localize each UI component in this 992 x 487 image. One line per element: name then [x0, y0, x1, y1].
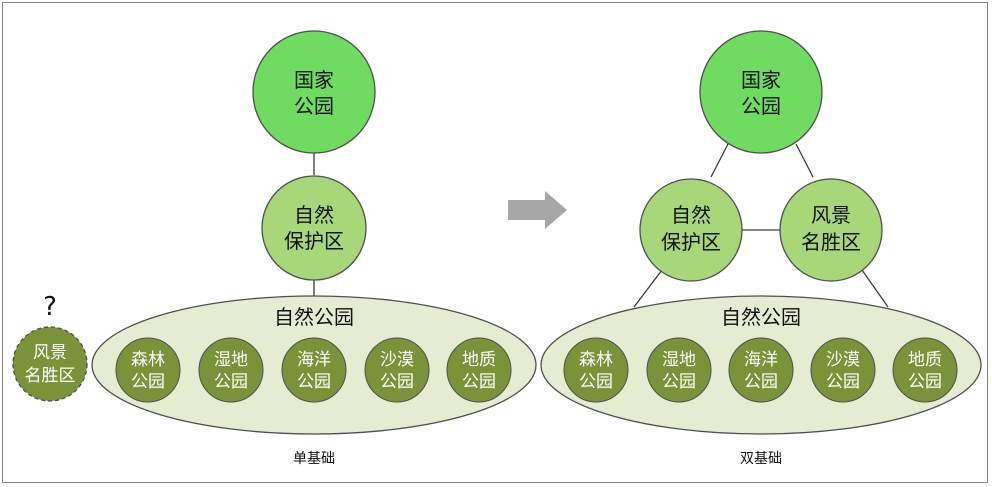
transition-arrow-icon — [508, 191, 567, 229]
left-sub-park-geological — [446, 337, 512, 403]
right-scenic-area-line2: 名胜区 — [801, 230, 861, 254]
left-sub-park-forest-line1: 森林 — [131, 350, 165, 370]
right-sub-park-marine — [728, 337, 794, 403]
right-nature-reserve-line1: 自然 — [671, 203, 711, 227]
right-link-top-right — [795, 143, 814, 178]
right-sub-park-wetland-line1: 湿地 — [662, 350, 696, 370]
left-national-park-node — [252, 30, 376, 154]
right-diagram: 国家 公园 自然 保护区 风景 名胜区 自然公园 森林 公园 湿地 公园 海洋 … — [540, 30, 982, 467]
right-sub-park-geological — [892, 337, 958, 403]
left-scenic-area-node — [12, 326, 88, 402]
left-sub-park-desert-line1: 沙漠 — [380, 350, 414, 370]
right-sub-park-forest-line2: 公园 — [579, 372, 613, 392]
right-sub-park-forest — [563, 337, 629, 403]
right-sub-park-marine-line1: 海洋 — [744, 350, 778, 370]
right-sub-park-desert-line1: 沙漠 — [826, 350, 860, 370]
right-national-park-node — [699, 30, 823, 154]
left-sub-park-geological-line2: 公园 — [462, 372, 496, 392]
left-sub-park-marine-line2: 公园 — [297, 372, 331, 392]
right-sub-park-marine-line2: 公园 — [744, 372, 778, 392]
right-national-park-line1: 国家 — [741, 68, 781, 92]
left-sub-park-wetland-line2: 公园 — [214, 372, 248, 392]
right-sub-park-geological-line2: 公园 — [908, 372, 942, 392]
right-caption: 双基础 — [740, 450, 782, 467]
left-nature-reserve-node — [261, 175, 367, 281]
right-link-top-left — [710, 143, 729, 178]
left-sub-park-marine-line1: 海洋 — [297, 350, 331, 370]
left-sub-park-geological-line1: 地质 — [462, 350, 496, 370]
right-sub-park-wetland — [646, 337, 712, 403]
right-scenic-area-node — [779, 178, 883, 282]
right-sub-park-forest-line1: 森林 — [579, 350, 613, 370]
left-sub-park-forest — [115, 337, 181, 403]
left-scenic-area-line2: 名胜区 — [25, 366, 76, 386]
right-nature-reserve-node — [639, 178, 743, 282]
left-diagram: 国家 公园 自然 保护区 自然公园 森林 公园 湿地 公园 海洋 公园 沙漠 公… — [12, 30, 537, 467]
left-sub-park-wetland — [198, 337, 264, 403]
right-scenic-area-line1: 风景 — [811, 203, 851, 227]
left-sub-park-forest-line2: 公园 — [131, 372, 165, 392]
right-sub-park-wetland-line2: 公园 — [662, 372, 696, 392]
left-caption: 单基础 — [293, 450, 335, 467]
left-nature-reserve-line1: 自然 — [294, 203, 334, 227]
left-sub-park-wetland-line1: 湿地 — [214, 350, 248, 370]
left-sub-park-desert — [364, 337, 430, 403]
right-natural-park-label: 自然公园 — [721, 305, 801, 329]
question-mark: ? — [43, 292, 57, 322]
left-national-park-line2: 公园 — [294, 94, 334, 118]
left-sub-park-marine — [281, 337, 347, 403]
right-national-park-line2: 公园 — [741, 94, 781, 118]
left-national-park-line1: 国家 — [294, 68, 334, 92]
right-sub-park-desert — [810, 337, 876, 403]
left-sub-park-desert-line2: 公园 — [380, 372, 414, 392]
right-nature-reserve-line2: 保护区 — [661, 230, 721, 254]
right-link-left-ellipse — [633, 269, 663, 308]
right-sub-park-desert-line2: 公园 — [826, 372, 860, 392]
left-scenic-area-line1: 风景 — [33, 343, 67, 363]
left-nature-reserve-line2: 保护区 — [284, 229, 344, 253]
right-sub-park-geological-line1: 地质 — [908, 350, 942, 370]
left-natural-park-label: 自然公园 — [274, 305, 354, 329]
right-link-right-ellipse — [861, 269, 889, 308]
